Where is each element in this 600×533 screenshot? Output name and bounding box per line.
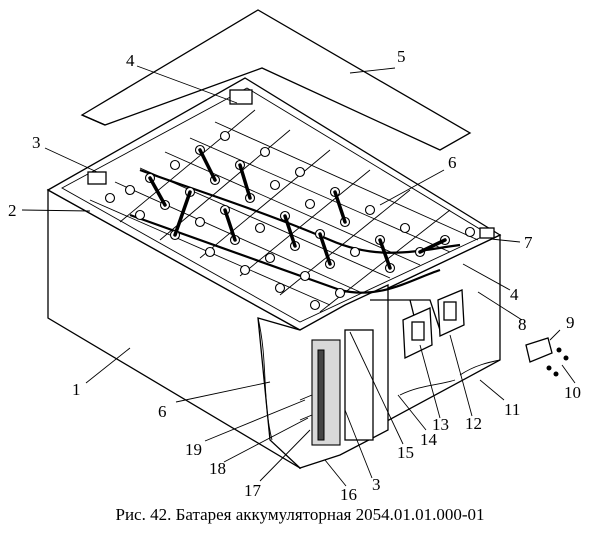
side-connectors	[399, 289, 501, 396]
cell-internals	[299, 329, 374, 446]
callout-18: 18	[209, 459, 226, 478]
callout-13: 13	[432, 415, 449, 434]
callout-15: 15	[397, 443, 414, 462]
callout-9: 9	[566, 313, 575, 332]
callout-2: 2	[8, 201, 17, 220]
callout-1: 1	[72, 380, 81, 399]
callout-7: 7	[524, 233, 533, 252]
callout-10: 10	[564, 383, 581, 402]
callout-6-left: 6	[158, 402, 167, 421]
callout-17: 17	[244, 481, 262, 500]
callout-14: 14	[420, 430, 438, 449]
cell-grid	[87, 89, 495, 341]
callout-3-left: 3	[32, 133, 41, 152]
battery-lid	[80, 9, 472, 151]
callout-6-top: 6	[448, 153, 457, 172]
callout-16: 16	[340, 485, 357, 504]
callout-3-bottom: 3	[372, 475, 381, 494]
plate-and-screws	[525, 337, 569, 377]
callout-4-right: 4	[510, 285, 519, 304]
leader-lines	[21, 65, 576, 487]
callout-11: 11	[504, 400, 520, 419]
callout-8: 8	[518, 315, 527, 334]
figure-caption: Рис. 42. Батарея аккумуляторная 2054.01.…	[115, 505, 485, 524]
callout-12: 12	[465, 414, 482, 433]
callout-5: 5	[397, 47, 406, 66]
callout-labels: 4 5 3 6 2 7 4 9 8 1 10 6 11 12 13 14 19 …	[8, 47, 581, 504]
callout-4-top: 4	[126, 51, 135, 70]
callout-19: 19	[185, 440, 202, 459]
